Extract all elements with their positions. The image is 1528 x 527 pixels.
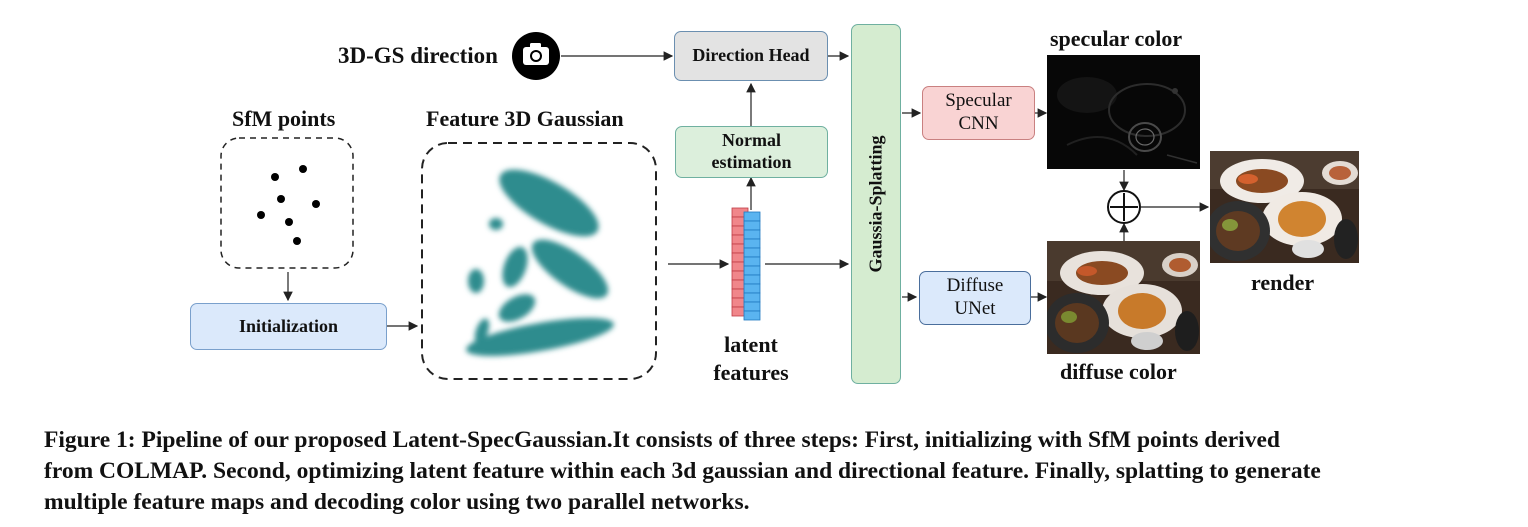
diffuse-unet-line2: UNet — [954, 298, 996, 319]
latent-features-line1: latent — [724, 332, 778, 357]
specular-cnn-line1: Specular — [945, 90, 1012, 112]
gaussian-blob — [468, 269, 484, 293]
sfm-point — [257, 211, 265, 219]
feature-gaussian-title: Feature 3D Gaussian — [426, 106, 624, 131]
diagram-connectors — [283, 51, 1210, 331]
sfm-point — [277, 195, 285, 203]
latent-features-line2: features — [713, 360, 789, 385]
sfm-point — [312, 200, 320, 208]
specular-color-image — [1047, 55, 1200, 169]
camera-icon — [512, 32, 560, 80]
gaussian-blob — [531, 239, 609, 299]
diffuse-color-label: diffuse color — [1060, 359, 1177, 384]
sfm-point — [271, 173, 279, 181]
caption-line-1: Figure 1: Pipeline of our proposed Laten… — [44, 427, 1280, 453]
render-image — [1210, 151, 1359, 263]
sfm-points-title: SfM points — [232, 106, 336, 131]
specular-cnn-box: Specular CNN — [922, 86, 1035, 140]
initialization-label: Initialization — [238, 315, 338, 336]
gaussian-blob — [499, 169, 599, 237]
normal-estimation-line2: estimation — [711, 152, 792, 172]
gaussian-blob — [466, 318, 614, 356]
diffuse-color-image — [1047, 241, 1200, 354]
normal-estimation-line1: Normal — [722, 130, 781, 151]
splatting-bar: Gaussia-Splatting — [851, 24, 901, 384]
diffuse-unet-box: Diffuse UNet — [919, 271, 1031, 325]
latent-feature-column — [731, 207, 761, 321]
specular-color-label: specular color — [1050, 26, 1183, 51]
specular-cnn-line2: CNN — [958, 113, 999, 134]
feature-gaussian-panel — [421, 142, 657, 380]
sfm-point — [285, 218, 293, 226]
splatting-label: Gaussia-Splatting — [865, 135, 886, 273]
direction-head-box: Direction Head — [674, 31, 828, 81]
initialization-box: Initialization — [190, 303, 387, 350]
gaussian-blob — [489, 218, 503, 230]
latent-features-label: latent features — [704, 331, 798, 387]
sfm-points-panel — [220, 137, 354, 269]
plus-circle-icon — [1107, 190, 1141, 224]
direction-head-label: Direction Head — [692, 45, 810, 66]
sfm-point — [293, 237, 301, 245]
sfm-point — [299, 165, 307, 173]
gaussian-blob — [502, 246, 528, 288]
gaussian-blob — [498, 294, 536, 322]
figure-caption: Figure 1: Pipeline of our proposed Laten… — [44, 425, 1504, 518]
normal-estimation-box: Normal estimation — [675, 126, 828, 178]
caption-line-3: multiple feature maps and decoding color… — [44, 489, 750, 515]
direction-input-label: 3D-GS direction — [338, 43, 498, 68]
pipeline-diagram: 3D-GS direction Direction Head Normal es… — [190, 24, 1359, 387]
render-label: render — [1251, 270, 1315, 295]
diffuse-unet-line1: Diffuse — [946, 275, 1004, 297]
caption-line-2: from COLMAP. Second, optimizing latent f… — [44, 458, 1321, 484]
